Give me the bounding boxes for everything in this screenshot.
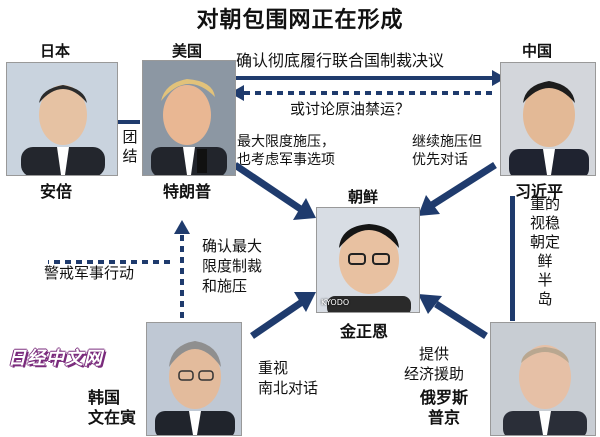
relation-line: 最大限度施压，: [237, 134, 335, 150]
sk-to-nk-arrow: [250, 299, 304, 339]
relation-line: 经济援助: [404, 365, 465, 383]
japan-leader-photo: [6, 62, 118, 176]
japan-leader-name: 安倍: [40, 182, 73, 201]
usa-nk-relation: 最大限度施压， 也考虑军事选项: [237, 133, 335, 169]
sk-japan-relation: 警戒军事行动: [44, 264, 135, 282]
usa-china-relation: 确认彻底履行联合国制裁决议: [236, 51, 445, 70]
china-leader-photo: [500, 62, 596, 176]
relation-char: 结: [122, 147, 138, 165]
relation-line: 鲜: [537, 252, 553, 270]
nk-country-label: 朝鲜: [348, 188, 379, 206]
watermark-logo: 日经中文网: [8, 348, 103, 369]
relation-line: 朝定: [529, 233, 560, 251]
relation-line: 岛: [537, 290, 553, 308]
usa-country-label: 美国: [172, 42, 203, 60]
relation-line: 限度制裁: [202, 257, 263, 275]
russia-country-label: 俄罗斯: [420, 388, 469, 407]
russia-nk-relation: 提供 经济援助: [404, 344, 464, 384]
nk-leader-name: 金正恩: [340, 322, 389, 341]
usa-leader-photo: [142, 60, 236, 176]
japan-usa-relation: 团 结: [121, 128, 139, 166]
sk-leader-name: 文在寅: [88, 408, 137, 427]
sk-usa-relation: 确认最大 限度制裁 和施压: [202, 236, 262, 296]
russia-leader-name: 普京: [428, 408, 461, 427]
usa-to-nk-arrow: [233, 162, 304, 213]
china-nk-relation: 继续施压但 优先对话: [412, 133, 482, 169]
relation-line: 优先对话: [412, 152, 468, 168]
russia-to-nk-arrow: [434, 301, 488, 339]
china-usa-relation: 或讨论原油禁运？: [290, 100, 411, 118]
relation-line: 继续施压但: [412, 134, 482, 150]
china-russia-connector: [510, 196, 515, 321]
relation-line: 南北对话: [258, 379, 319, 397]
relation-line: 确认最大: [202, 237, 263, 255]
china-to-nk-arrow: [430, 162, 497, 208]
china-country-label: 中国: [522, 42, 553, 60]
japan-usa-connector: [118, 120, 140, 124]
sk-labels: 韩国 文在寅: [88, 388, 136, 428]
sk-country-label: 韩国: [88, 388, 121, 407]
sk-leader-photo: [146, 322, 242, 436]
relation-line: 重的: [529, 195, 560, 213]
relation-line: 也考虑军事选项: [237, 152, 335, 168]
relation-line: 半: [537, 271, 553, 289]
usa-leader-name: 特朗普: [163, 182, 212, 201]
nk-leader-photo: KYODO: [316, 207, 420, 313]
photo-credit: KYODO: [321, 298, 350, 307]
diagram-title: 对朝包围网正在形成: [196, 8, 404, 33]
relation-line: 提供: [419, 345, 450, 363]
china-leader-name: 习近平: [515, 182, 564, 201]
relation-char: 团: [122, 128, 138, 146]
relation-line: 和施压: [202, 277, 248, 295]
russia-labels: 俄罗斯 普京: [420, 388, 468, 428]
relation-line: 重视: [258, 359, 289, 377]
china-russia-relation: 重的 视稳 朝定 鲜 半 岛: [525, 195, 565, 309]
japan-country-label: 日本: [40, 42, 71, 60]
russia-leader-photo: [490, 322, 596, 436]
relation-line: 视稳: [529, 214, 560, 232]
sk-nk-relation: 重视 南北对话: [258, 358, 318, 398]
